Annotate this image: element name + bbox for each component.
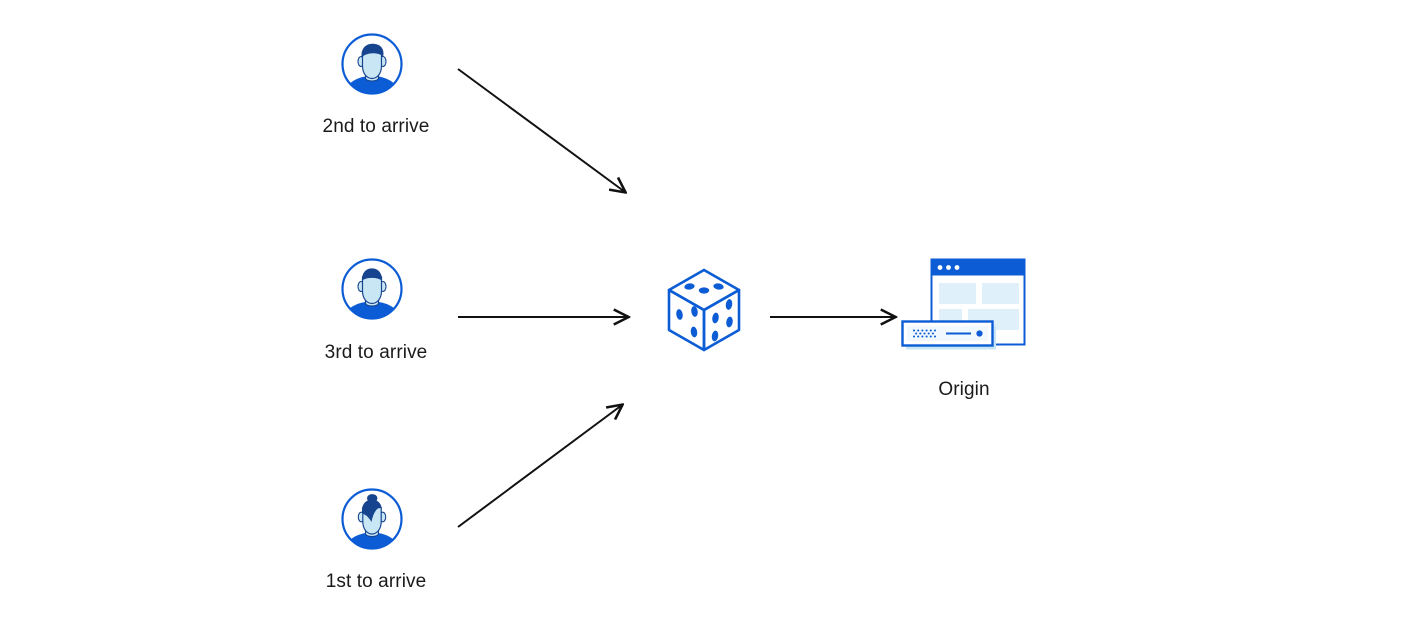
user-avatar-icon	[341, 33, 403, 95]
node-origin	[898, 255, 1030, 365]
node-label-origin: Origin	[938, 379, 990, 400]
node-client-3rd	[340, 257, 404, 321]
edge-2nd-to-router	[457, 68, 625, 192]
dice-icon	[667, 268, 741, 352]
user-avatar-icon	[341, 258, 403, 320]
server-appliance-icon	[901, 320, 996, 350]
node-label-client-1st: 1st to arrive	[325, 571, 427, 592]
user-avatar-icon	[341, 488, 403, 550]
node-router	[664, 266, 744, 359]
node-label-client-3rd: 3rd to arrive	[324, 342, 428, 363]
edge-1st-to-router	[457, 405, 622, 528]
node-client-2nd	[340, 32, 404, 96]
node-client-1st	[340, 487, 404, 551]
node-label-client-2nd: 2nd to arrive	[322, 116, 430, 137]
origin-server-icon	[901, 258, 1026, 350]
